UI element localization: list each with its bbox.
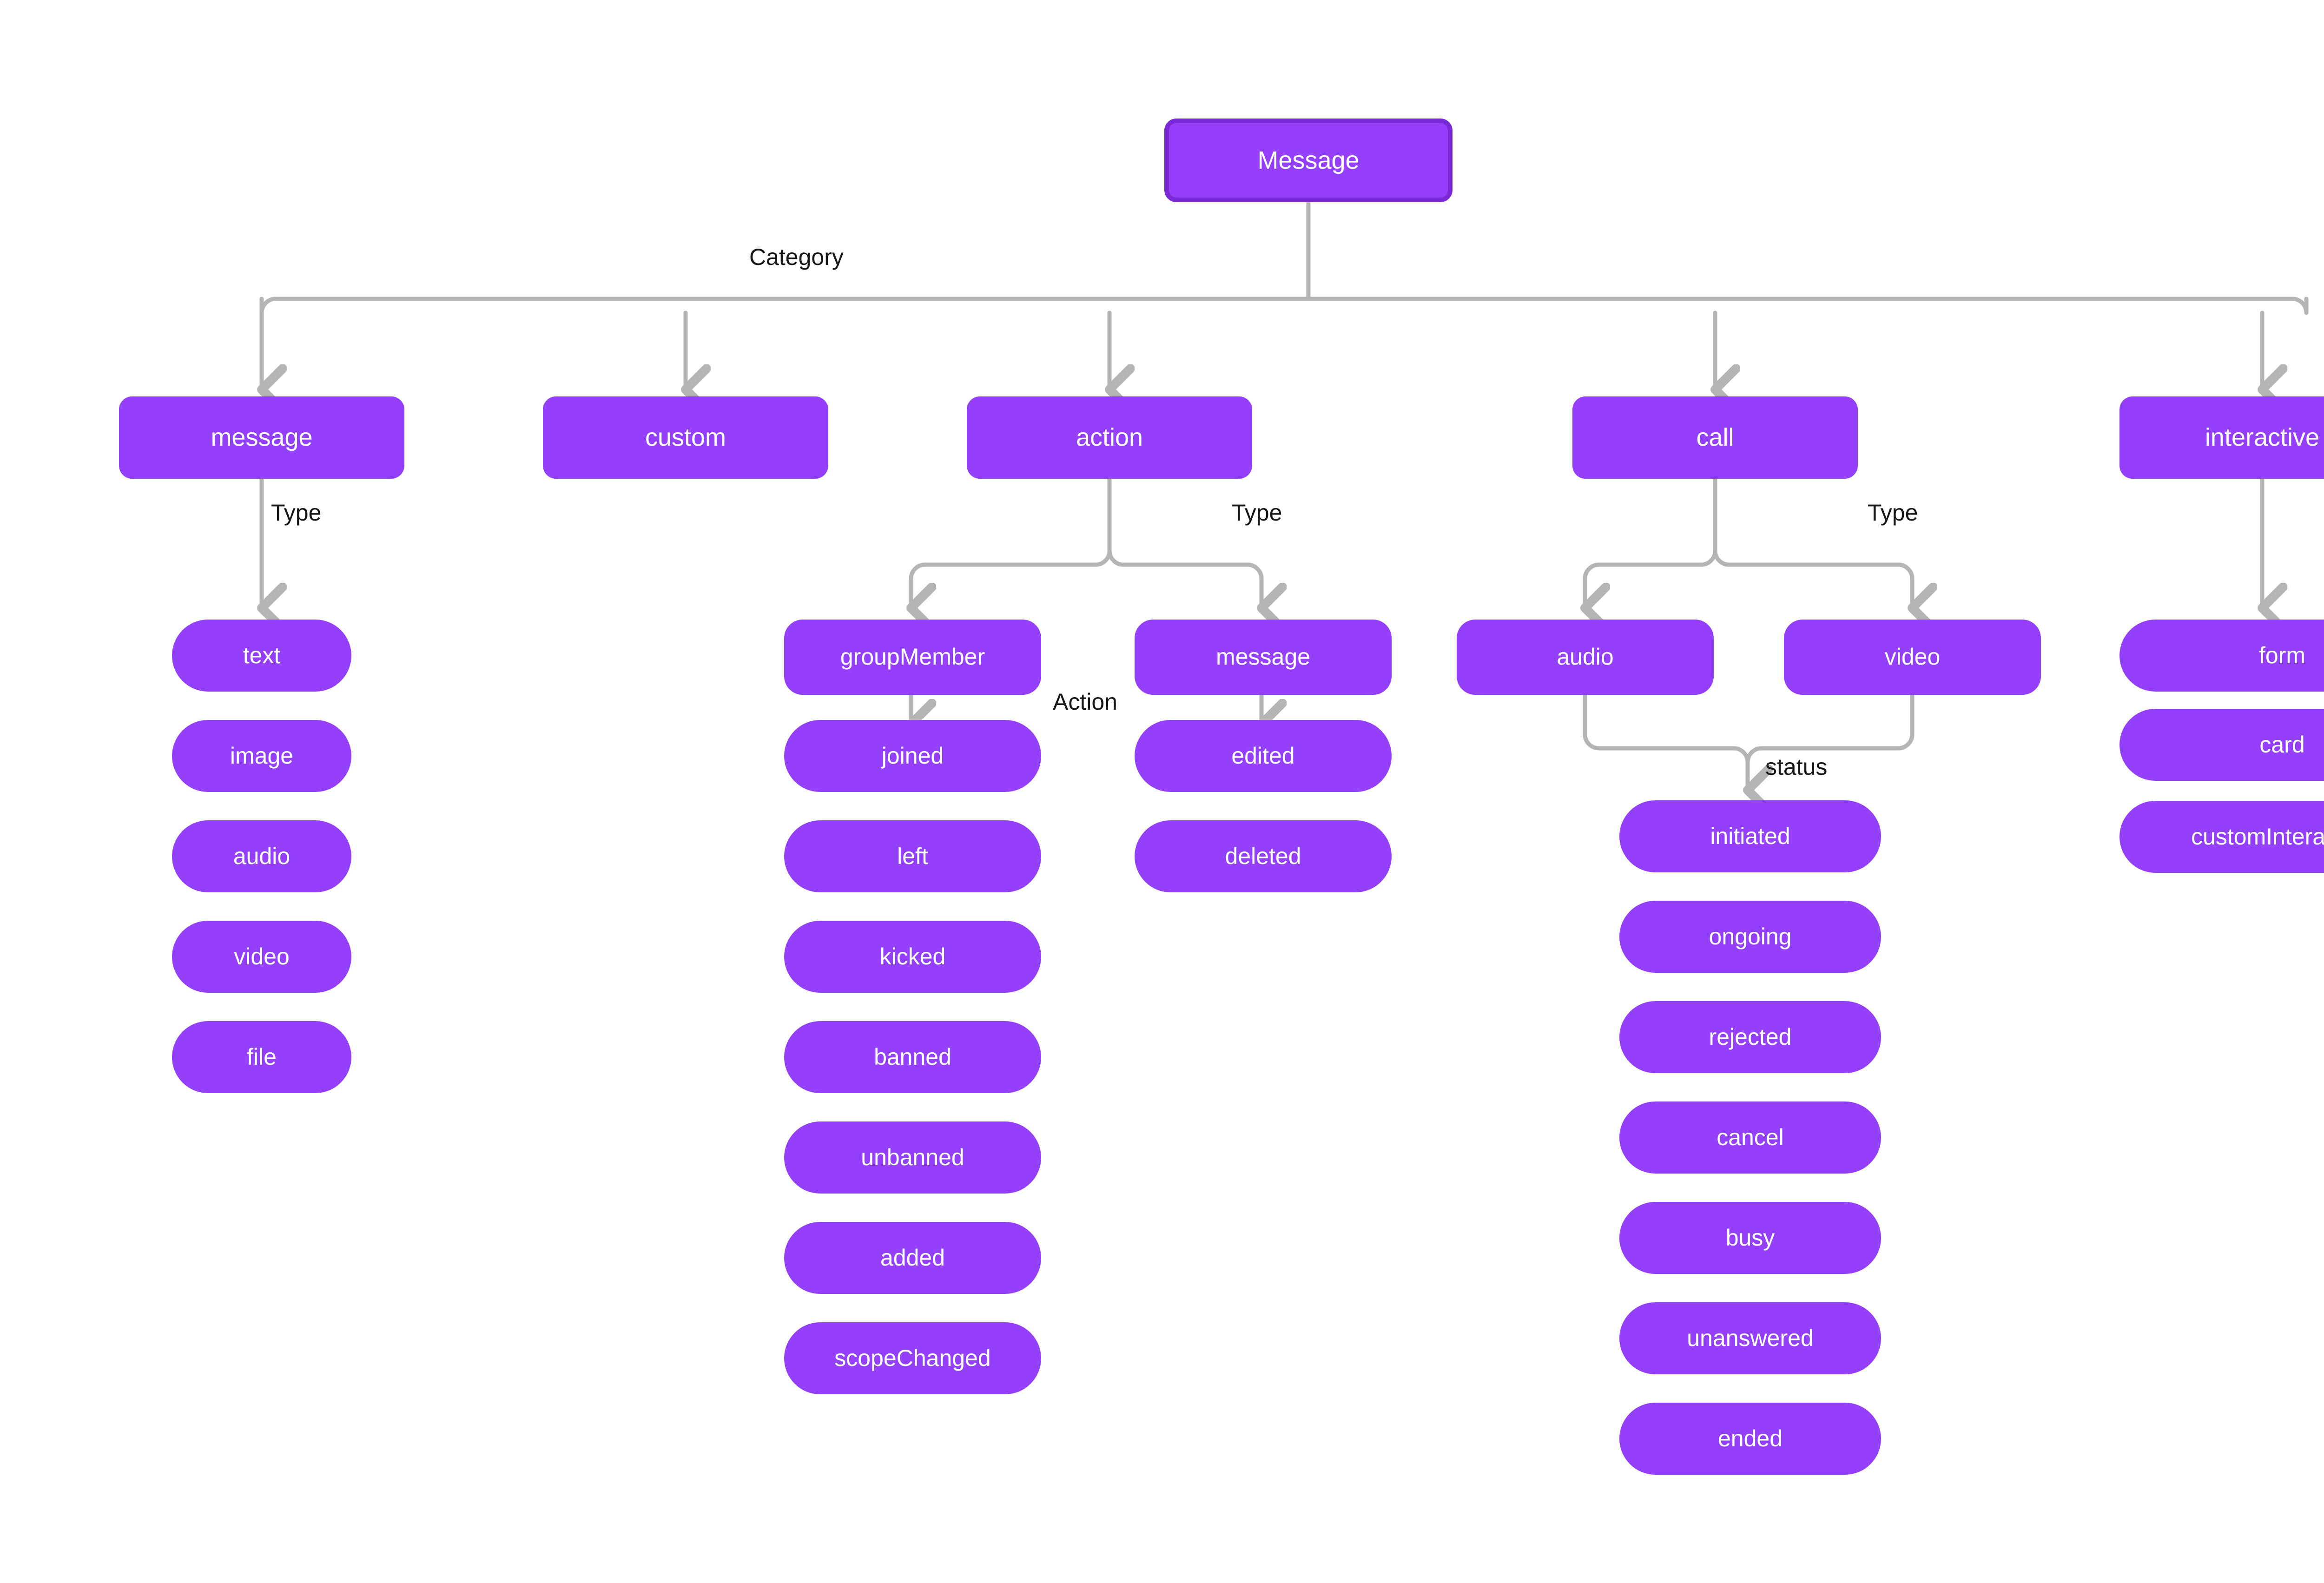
node-groupmember-action-left[interactable]: left xyxy=(784,820,1041,892)
node-call-status-ended[interactable]: ended xyxy=(1619,1403,1881,1475)
edge-label-type-call: Type xyxy=(1868,500,1918,526)
node-label: interactive xyxy=(2205,423,2320,452)
node-message-type-video[interactable]: video xyxy=(172,921,351,993)
node-message-type-file[interactable]: file xyxy=(172,1021,351,1093)
node-label: joined xyxy=(881,742,944,769)
node-category-interactive[interactable]: interactive xyxy=(2119,396,2324,479)
node-label: busy xyxy=(1725,1224,1775,1251)
node-label: unbanned xyxy=(861,1144,964,1170)
node-label: call xyxy=(1696,423,1734,452)
node-category-action[interactable]: action xyxy=(967,396,1252,479)
node-call-status-initiated[interactable]: initiated xyxy=(1619,800,1881,872)
node-call-status-busy[interactable]: busy xyxy=(1619,1202,1881,1274)
node-label: unanswered xyxy=(1687,1325,1814,1351)
node-groupmember-action-joined[interactable]: joined xyxy=(784,720,1041,792)
node-groupmember-action-banned[interactable]: banned xyxy=(784,1021,1041,1093)
node-label: form xyxy=(2259,642,2305,668)
node-label: kicked xyxy=(879,943,946,970)
node-interactive-type-card[interactable]: card xyxy=(2119,709,2324,781)
node-label: text xyxy=(243,642,281,668)
node-label: groupMember xyxy=(840,644,985,670)
node-label: ongoing xyxy=(1709,923,1792,950)
node-call-status-cancel[interactable]: cancel xyxy=(1619,1102,1881,1174)
node-root-label: Message xyxy=(1257,146,1360,174)
node-root[interactable]: Message xyxy=(1164,119,1452,202)
node-action-type-groupmember[interactable]: groupMember xyxy=(784,620,1041,695)
node-groupmember-action-kicked[interactable]: kicked xyxy=(784,921,1041,993)
node-label: deleted xyxy=(1225,843,1301,869)
node-label: initiated xyxy=(1710,823,1790,849)
edge-label-action: Action xyxy=(1053,689,1117,715)
edge-label-type-message: Type xyxy=(271,500,322,526)
node-message-action-edited[interactable]: edited xyxy=(1135,720,1392,792)
node-label: audio xyxy=(1557,644,1614,670)
node-groupmember-action-unbanned[interactable]: unbanned xyxy=(784,1121,1041,1194)
node-label: ended xyxy=(1717,1425,1783,1451)
node-groupmember-action-added[interactable]: added xyxy=(784,1222,1041,1294)
node-label: banned xyxy=(874,1043,951,1070)
edge-label-status: status xyxy=(1765,754,1828,780)
node-label: cancel xyxy=(1717,1124,1784,1150)
node-action-type-message[interactable]: message xyxy=(1135,620,1392,695)
node-label: added xyxy=(880,1244,945,1271)
node-message-action-deleted[interactable]: deleted xyxy=(1135,820,1392,892)
node-call-status-rejected[interactable]: rejected xyxy=(1619,1001,1881,1073)
node-groupmember-action-scopechanged[interactable]: scopeChanged xyxy=(784,1322,1041,1394)
node-label: left xyxy=(897,843,928,869)
node-label: rejected xyxy=(1709,1023,1792,1050)
node-label: video xyxy=(234,943,290,970)
node-label: video xyxy=(1884,644,1941,670)
node-label: edited xyxy=(1231,742,1295,769)
node-call-type-audio[interactable]: audio xyxy=(1457,620,1714,695)
node-label: file xyxy=(247,1043,277,1070)
node-message-type-text[interactable]: text xyxy=(172,620,351,692)
node-label: card xyxy=(2259,731,2305,758)
node-label: scopeChanged xyxy=(834,1345,991,1371)
node-category-call[interactable]: call xyxy=(1572,396,1858,479)
node-interactive-type-form[interactable]: form xyxy=(2119,620,2324,692)
node-call-status-unanswered[interactable]: unanswered xyxy=(1619,1302,1881,1374)
node-label: customInteractive xyxy=(2191,823,2324,850)
node-message-type-audio[interactable]: audio xyxy=(172,820,351,892)
node-label: audio xyxy=(233,843,290,869)
node-label: message xyxy=(1216,644,1310,670)
edge-label-category: Category xyxy=(749,244,844,270)
node-label: action xyxy=(1076,423,1143,452)
node-call-status-ongoing[interactable]: ongoing xyxy=(1619,901,1881,973)
node-interactive-type-custominteractive[interactable]: customInteractive xyxy=(2119,801,2324,873)
node-message-type-image[interactable]: image xyxy=(172,720,351,792)
edge-label-type-action: Type xyxy=(1232,500,1282,526)
node-call-type-video[interactable]: video xyxy=(1784,620,2041,695)
node-category-message[interactable]: message xyxy=(119,396,404,479)
node-label: custom xyxy=(645,423,726,452)
node-label: image xyxy=(230,742,294,769)
node-category-custom[interactable]: custom xyxy=(543,396,828,479)
node-label: message xyxy=(211,423,313,452)
